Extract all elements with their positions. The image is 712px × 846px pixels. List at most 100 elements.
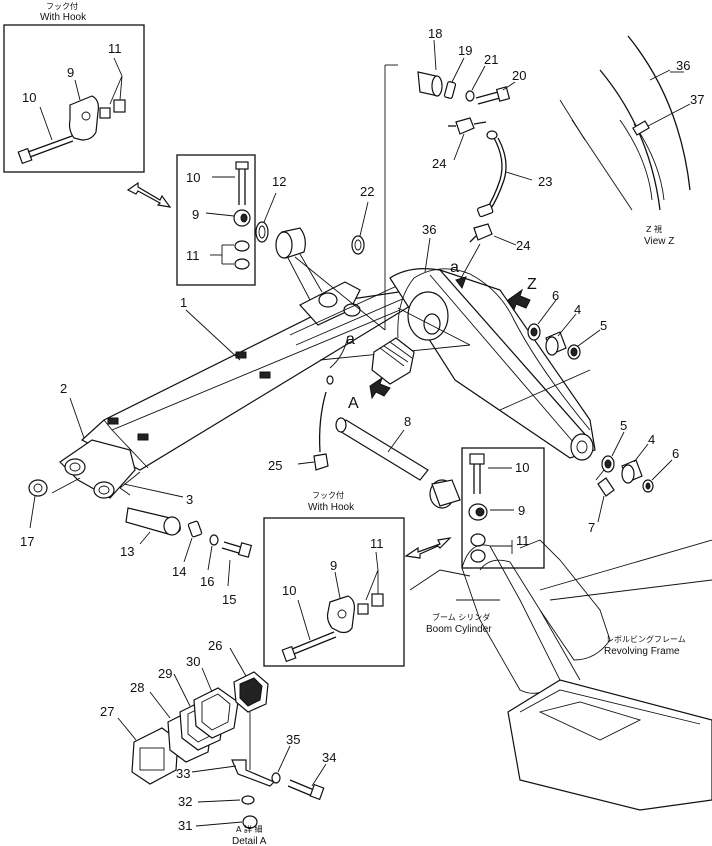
callout-29: 29 [158, 666, 172, 681]
view-z: 36 37 Z 視 View Z [559, 35, 704, 247]
view-z-arrow: Z [507, 276, 537, 312]
callout-10: 10 [282, 583, 296, 598]
washer-35 [271, 772, 281, 784]
washer-12: 12 [255, 174, 286, 243]
clip-19: 19 [443, 43, 472, 99]
callout-6: 6 [672, 446, 679, 461]
bolt-34 [309, 783, 325, 801]
connector-24-bottom: 24 [455, 223, 530, 290]
with-hook-top-en: With Hook [40, 12, 87, 23]
callout-14: 14 [172, 564, 186, 579]
callout-20: 20 [512, 68, 526, 83]
callout-2: 2 [60, 381, 67, 396]
nut-11-top-b [113, 99, 126, 113]
callout-30: 30 [186, 654, 200, 669]
boom-assembly: 1 [59, 64, 596, 499]
detail-a: 27 28 29 30 26 33 32 31 35 34 [100, 638, 336, 846]
callout-9: 9 [518, 503, 525, 518]
callout-8: 8 [404, 414, 411, 429]
harness-23: 23 [477, 130, 552, 218]
a-letter: A [348, 395, 359, 412]
view-z-jp: Z 視 [646, 225, 662, 234]
pin-8: 8 [335, 414, 461, 509]
double-arrow-top [126, 181, 172, 208]
pin-lock-box-right: 10 9 11 [461, 447, 545, 569]
callout-25: 25 [268, 458, 282, 473]
washer-32 [241, 795, 255, 805]
callout-4: 4 [574, 302, 581, 317]
washer-22: 22 [351, 184, 374, 255]
washer-21: 21 [465, 52, 498, 102]
connector-24-top: 24 [432, 117, 487, 171]
callout-7: 7 [588, 520, 595, 535]
with-hook-box-top: フック付 With Hook 10 9 11 [3, 1, 145, 173]
callout-10: 10 [186, 170, 200, 185]
callout-15: 15 [222, 592, 236, 607]
bolt-10-top [17, 135, 74, 165]
lock-plate-14: 14 [172, 520, 203, 579]
washer-16: 16 [200, 534, 219, 589]
callout-9: 9 [67, 65, 74, 80]
revolving-frame-en: Revolving Frame [604, 646, 680, 657]
bolt-15: 15 [221, 541, 253, 607]
a-lower-letter: a [346, 331, 355, 348]
callout-9: 9 [330, 558, 337, 573]
pin-lock-box: 10 9 11 [176, 154, 256, 286]
callout-11: 11 [186, 248, 200, 263]
boom-cylinder: ブーム シリンダ Boom Cylinder [426, 539, 611, 694]
view-z-en: View Z [644, 236, 674, 247]
callout-17: 17 [20, 534, 34, 549]
callout-6: 6 [552, 288, 559, 303]
callout-18: 18 [428, 26, 442, 41]
callout-4: 4 [648, 432, 655, 447]
callout-34: 34 [322, 750, 336, 765]
callout-22: 22 [360, 184, 374, 199]
with-hook-mid-en: With Hook [308, 502, 355, 513]
harness-36: 36 [397, 222, 591, 431]
head-spacers: 6 4 5 [527, 288, 607, 360]
callout-11: 11 [108, 41, 122, 56]
callout-1: 1 [180, 295, 187, 310]
lamp-bracket-18: 18 [417, 26, 443, 97]
foot-pin-13: 13 [120, 507, 181, 559]
plate-9-top [68, 95, 99, 141]
with-hook-box-mid: フック付 With Hook 10 9 11 [263, 490, 405, 667]
with-hook-mid-jp: フック付 [312, 490, 344, 500]
callout-31: 31 [178, 818, 192, 833]
nut-11-top-a [99, 107, 111, 119]
callout-36: 36 [676, 58, 690, 73]
callout-19: 19 [458, 43, 472, 58]
detail-a-en: Detail A [232, 836, 267, 846]
detail-a-jp: A 詳 細 [236, 824, 263, 834]
with-hook-top-jp: フック付 [46, 1, 78, 11]
revolving-frame: レボルビングフレーム Revolving Frame [409, 539, 712, 811]
washer-17 [28, 479, 48, 497]
callout-33: 33 [176, 766, 190, 781]
callout-3: 3 [186, 492, 193, 507]
callout-13: 13 [120, 544, 134, 559]
boom-cylinder-en: Boom Cylinder [426, 624, 492, 635]
callout-24: 24 [432, 156, 446, 171]
callout-35: 35 [286, 732, 300, 747]
work-lamp-a: A a 25 [268, 331, 415, 473]
callout-5: 5 [620, 418, 627, 433]
callout-37: 37 [690, 92, 704, 107]
callout-12: 12 [272, 174, 286, 189]
callout-11: 11 [370, 536, 384, 551]
callout-32: 32 [178, 794, 192, 809]
callout-28: 28 [130, 680, 144, 695]
bolt-20: 20 [475, 68, 526, 105]
z-letter: Z [527, 276, 537, 293]
detail-letter-a: a [450, 259, 459, 276]
bracket-33 [231, 759, 276, 787]
tip-spacers: 5 4 6 7 [588, 418, 679, 535]
callout-36: 36 [422, 222, 436, 237]
bushing-top [275, 227, 323, 301]
double-arrow-mid [404, 537, 452, 559]
callout-10: 10 [22, 90, 36, 105]
callout-5: 5 [600, 318, 607, 333]
callout-23: 23 [538, 174, 552, 189]
nut-31 [242, 815, 258, 829]
callout-21: 21 [484, 52, 498, 67]
